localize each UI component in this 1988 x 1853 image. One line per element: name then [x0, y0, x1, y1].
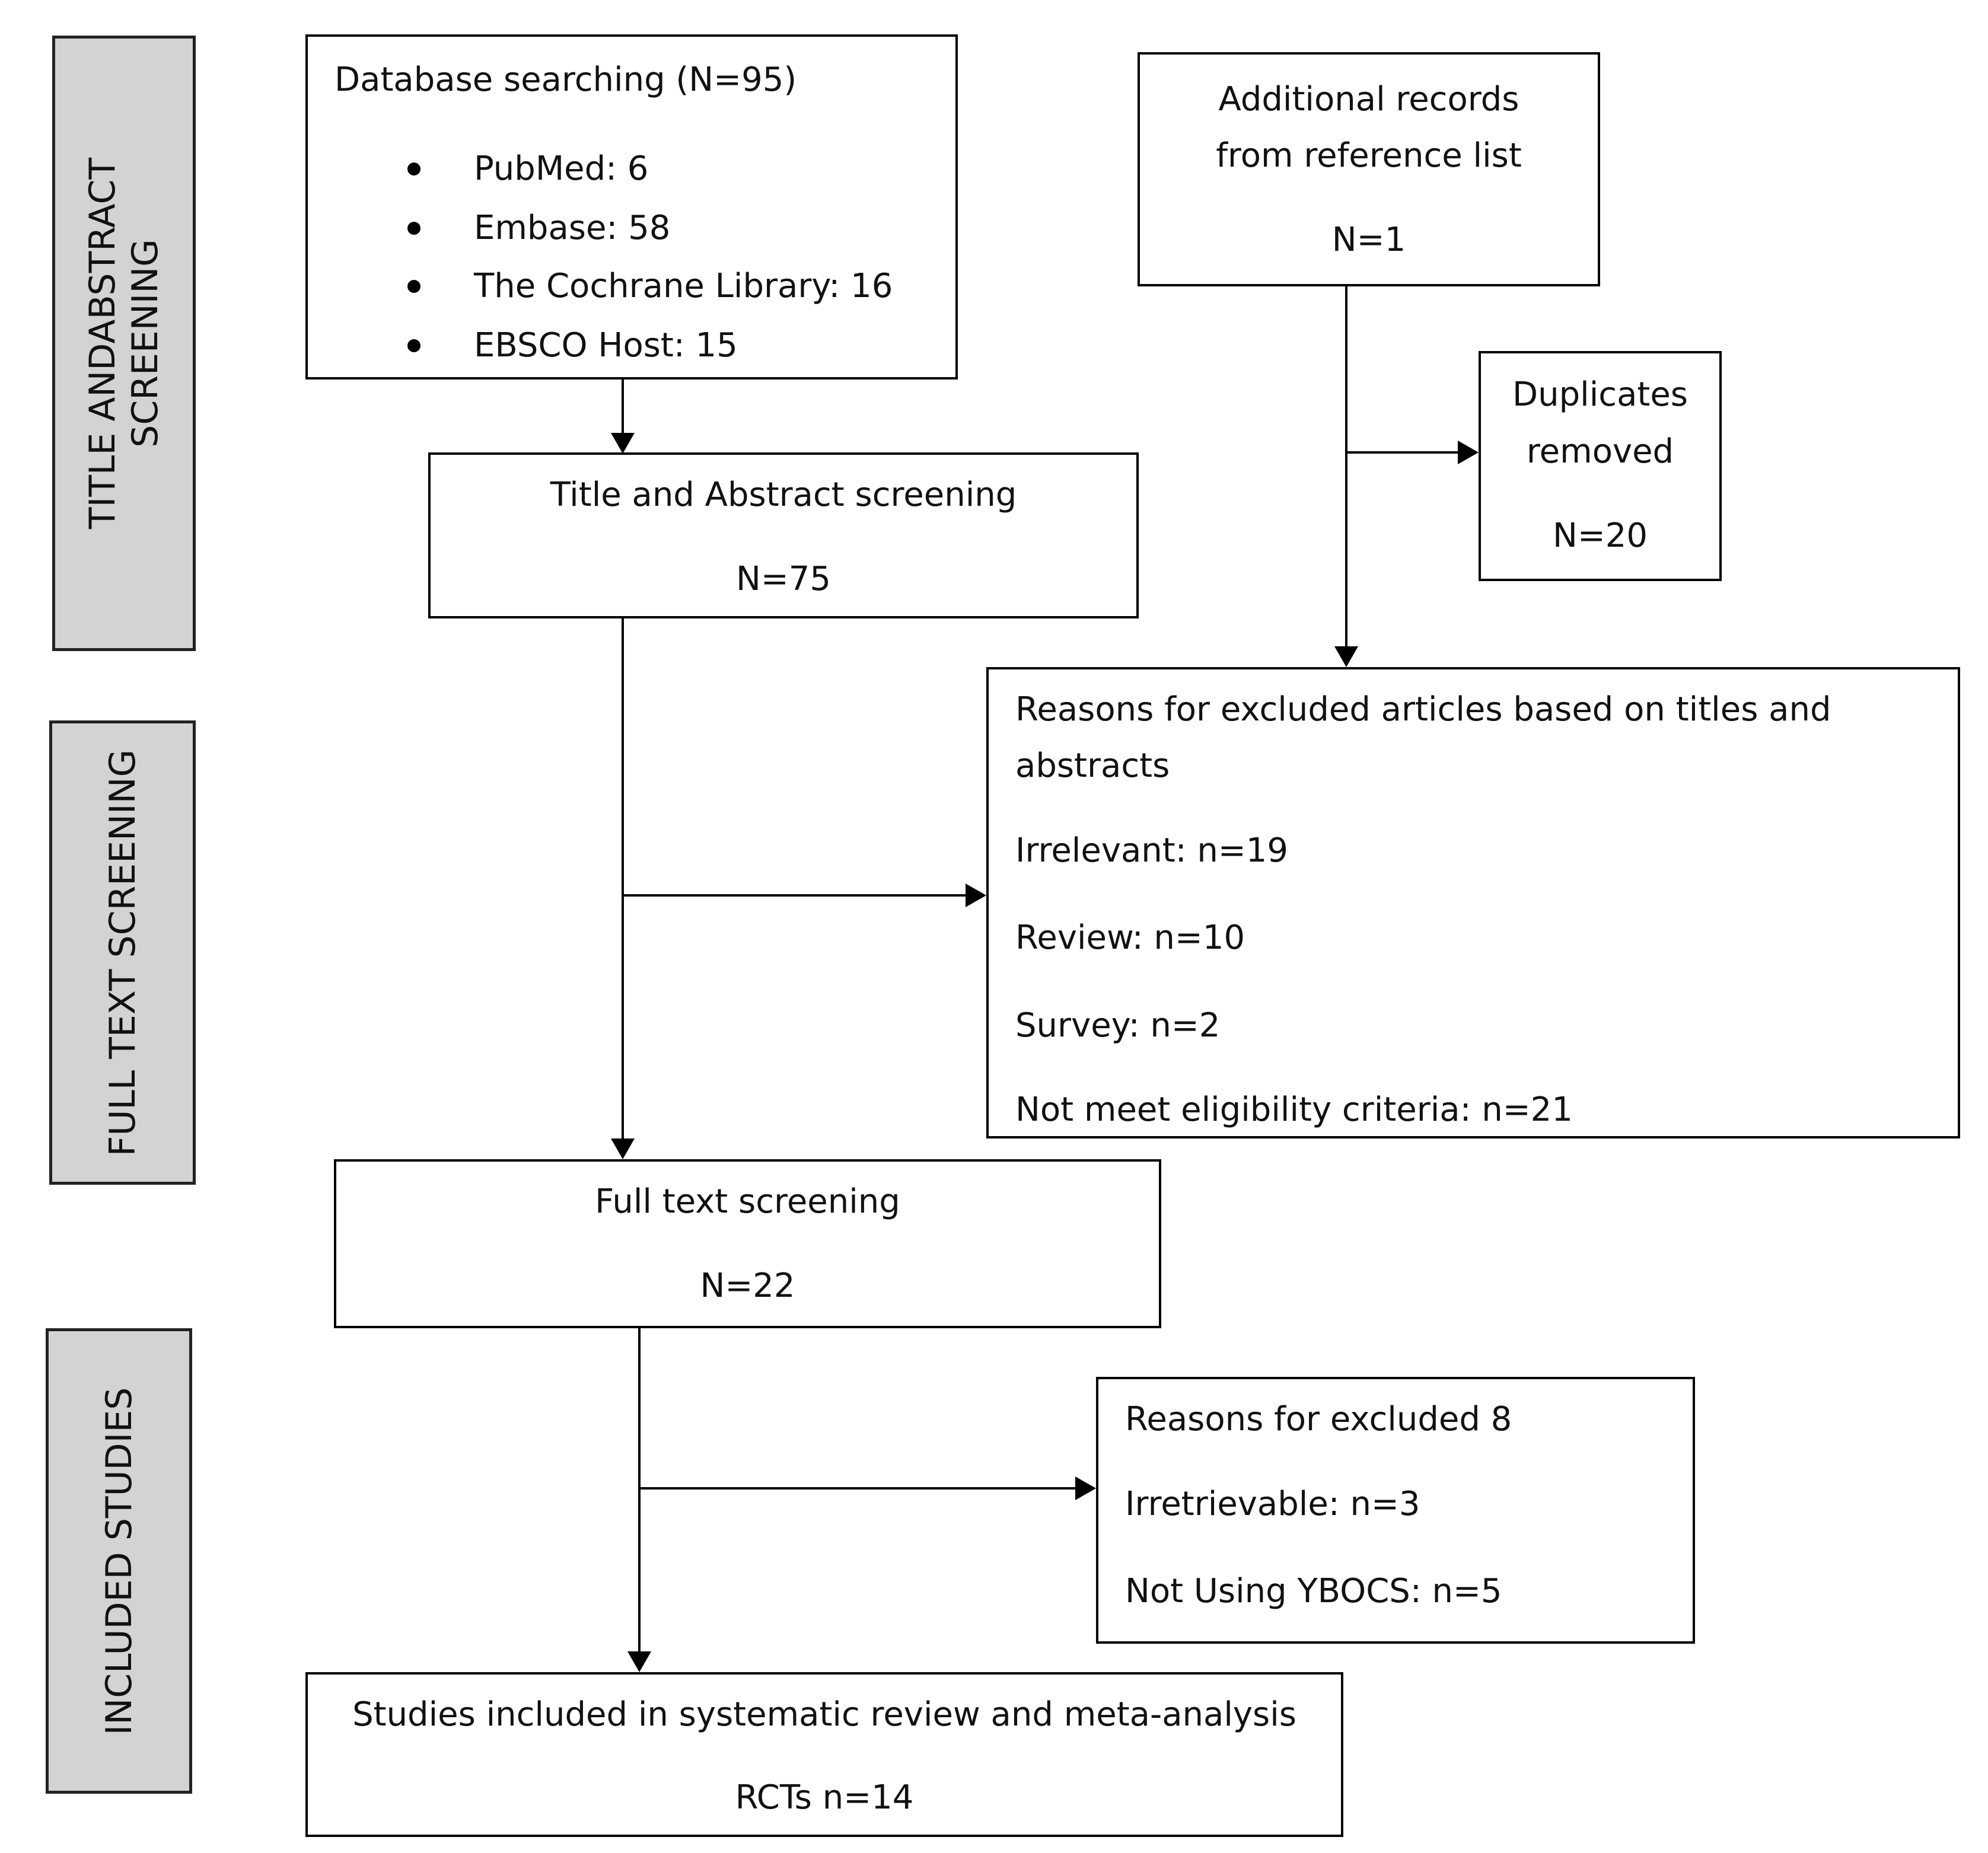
excluded-full-irretrievable: Irretrievable: n=3 [1125, 1485, 1420, 1523]
excluded-titles-review: Review: n=10 [1015, 918, 1245, 957]
duplicates-line2: removed [1526, 432, 1674, 471]
arrow-head-4 [611, 1138, 635, 1159]
phase-title-abstract-screening: TITLE ANDABSTRACT SCREENING [52, 36, 196, 651]
database-item-pubmed: PubMed: 6 [474, 149, 649, 188]
arrow-head-7 [1075, 1476, 1096, 1500]
arrow-head-6 [627, 1651, 651, 1672]
excluded-titles-heading-line2: abstracts [1015, 747, 1170, 785]
bullet-icon [407, 339, 420, 352]
phase-full-text-screening: FULL TEXT SCREENING [49, 720, 196, 1185]
excluded-titles-survey: Survey: n=2 [1015, 1006, 1221, 1045]
full-text-screening-count: N=22 [700, 1267, 795, 1305]
duplicates-line1: Duplicates [1512, 375, 1688, 414]
database-item-cochrane: The Cochrane Library: 16 [474, 267, 893, 305]
excluded-titles-irrelevant: Irrelevant: n=19 [1015, 831, 1289, 870]
title-abstract-screening-count: N=75 [735, 560, 831, 598]
phase-label-full-text: FULL TEXT SCREENING [101, 749, 144, 1156]
excluded-articles-titles-box: Reasons for excluded articles based on t… [986, 667, 1960, 1138]
included-studies-title: Studies included in systematic review an… [352, 1695, 1296, 1734]
additional-records-line1: Additional records [1218, 80, 1519, 119]
excluded-titles-heading-line1: Reasons for excluded articles based on t… [1015, 690, 1831, 729]
arrow-head-3 [1458, 441, 1479, 464]
database-item-embase: Embase: 58 [474, 209, 671, 247]
bullet-icon [407, 222, 420, 235]
database-searching-box: Database searching (N=95) PubMed: 6 Emba… [305, 34, 958, 379]
excluded-full-not-ybocs: Not Using YBOCS: n=5 [1125, 1572, 1502, 1610]
database-searching-title: Database searching (N=95) [334, 60, 797, 99]
included-studies-box: Studies included in systematic review an… [305, 1672, 1343, 1837]
included-studies-count: RCTs n=14 [735, 1778, 914, 1817]
database-item-ebsco: EBSCO Host: 15 [474, 326, 738, 365]
arrow-head-5 [966, 884, 986, 907]
excluded-full-heading: Reasons for excluded 8 [1125, 1400, 1512, 1439]
additional-records-count: N=1 [1331, 221, 1406, 259]
full-text-screening-title: Full text screening [595, 1182, 900, 1221]
duplicates-count: N=20 [1552, 516, 1648, 555]
title-abstract-screening-title: Title and Abstract screening [550, 476, 1017, 514]
excluded-titles-eligibility: Not meet eligibility criteria: n=21 [1015, 1090, 1573, 1129]
duplicates-removed-box: Duplicates removed N=20 [1479, 351, 1722, 581]
bullet-icon [407, 280, 420, 293]
phase-included-studies: INCLUDED STUDIES [46, 1328, 192, 1794]
excluded-full-text-box: Reasons for excluded 8 Irretrievable: n=… [1096, 1377, 1695, 1644]
arrow-head-2 [1334, 646, 1358, 667]
phase-label-included: INCLUDED STUDIES [98, 1387, 140, 1735]
additional-records-line2: from reference list [1216, 136, 1522, 175]
bullet-icon [407, 162, 420, 176]
additional-records-box: Additional records from reference list N… [1138, 52, 1600, 286]
title-abstract-screening-box: Title and Abstract screening N=75 [428, 452, 1139, 618]
arrow-head-1 [611, 433, 635, 454]
full-text-screening-box: Full text screening N=22 [334, 1159, 1161, 1328]
phase-label-title-abstract: TITLE ANDABSTRACT SCREENING [82, 157, 166, 530]
